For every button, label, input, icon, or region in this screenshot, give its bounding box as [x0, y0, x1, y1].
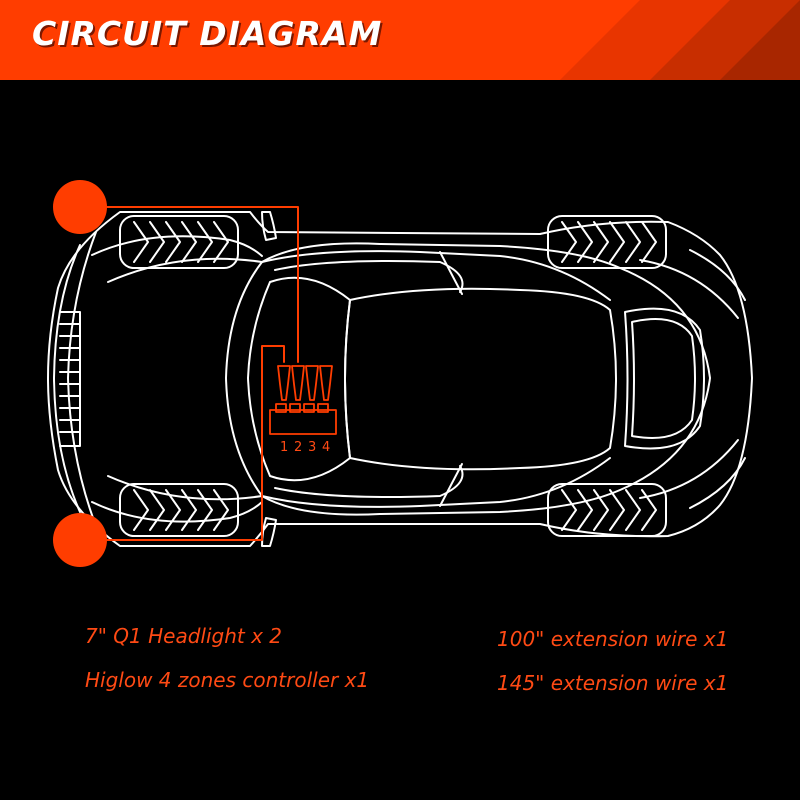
roof-panel — [344, 287, 617, 471]
windshield — [247, 276, 351, 482]
front-grille — [59, 311, 81, 447]
tire-front-left — [119, 215, 239, 269]
cabin-outline — [225, 242, 711, 516]
zone-label-2: 2 — [294, 440, 302, 455]
mirror-bottom — [261, 517, 277, 547]
legend-wire-100: 100" extension wire x1 — [497, 627, 729, 651]
wire-headlight-bottom — [79, 345, 285, 541]
page-title: CIRCUIT DIAGRAM — [32, 14, 383, 53]
side-window-top — [261, 250, 611, 301]
controller-connectors — [277, 365, 333, 401]
header-banner: CIRCUIT DIAGRAM — [0, 0, 800, 80]
side-window-top-inner — [274, 260, 464, 293]
rear-deck-top — [639, 259, 739, 319]
front-bumper — [53, 244, 81, 513]
side-window-bottom — [261, 457, 611, 508]
headlight-bottom-icon — [53, 513, 107, 567]
car-body-outline — [47, 211, 753, 547]
rear-edge-bottom — [689, 457, 746, 509]
mirror-top — [261, 211, 277, 241]
rear-window-inner — [631, 318, 696, 439]
car-circuit-diagram: 1 2 3 4 — [47, 180, 753, 567]
wire-headlight-top — [79, 206, 299, 363]
rear-window — [624, 307, 705, 450]
hood-crease-top — [107, 257, 263, 283]
legend-wire-145: 145" extension wire x1 — [497, 671, 729, 695]
hood-line-bottom — [91, 501, 263, 523]
rear-edge-top — [689, 249, 746, 301]
banner-background — [0, 0, 800, 80]
hood-line-top — [91, 235, 263, 257]
controller-box — [269, 403, 337, 435]
hood-crease-bottom — [107, 475, 263, 501]
zone-label-1: 1 — [280, 440, 288, 455]
zone-label-3: 3 — [308, 440, 316, 455]
front-edge — [67, 231, 97, 527]
legend-headlight: 7" Q1 Headlight x 2 — [85, 624, 283, 648]
zone-label-4: 4 — [322, 440, 330, 455]
rear-deck-bottom — [639, 439, 739, 499]
b-pillar-bottom — [439, 463, 463, 507]
tire-rear-right — [547, 483, 667, 537]
tire-front-right — [119, 483, 239, 537]
side-window-bottom-inner — [274, 465, 464, 498]
b-pillar-top — [439, 251, 463, 295]
headlight-top-icon — [53, 180, 107, 234]
wiring — [79, 206, 299, 541]
tire-rear-left — [547, 215, 667, 269]
legend-controller: Higlow 4 zones controller x1 — [85, 668, 370, 692]
